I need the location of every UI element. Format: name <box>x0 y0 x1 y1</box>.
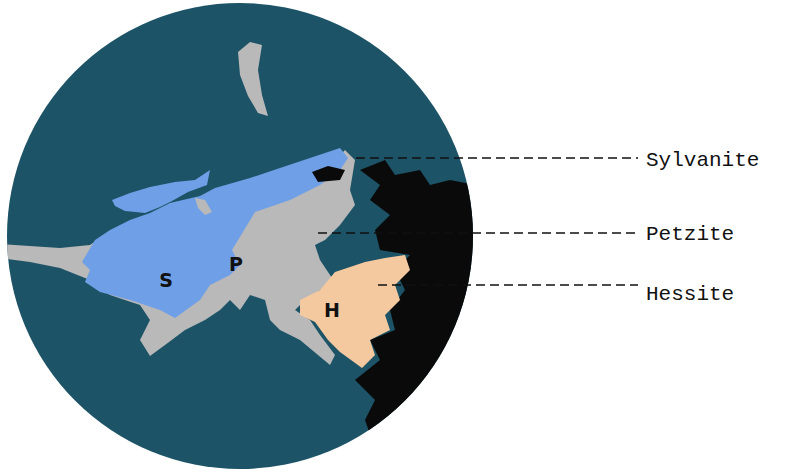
region-letter: S <box>159 271 173 290</box>
hessite-region <box>300 255 410 368</box>
leader-line <box>356 157 638 158</box>
sylvanite-region <box>82 148 348 318</box>
leader-line <box>318 232 638 233</box>
sylvanite-region <box>112 170 210 213</box>
petzite-region <box>238 42 268 116</box>
mineral-name: Hessite <box>646 284 734 305</box>
dark-mineral-region <box>312 166 345 182</box>
petzite-region <box>195 198 212 215</box>
region-letter: P <box>229 255 243 274</box>
leader-line <box>378 284 638 285</box>
mineral-name: Petzite <box>646 224 734 245</box>
region-letter: H <box>324 301 340 320</box>
mineral-name: Sylvanite <box>646 150 759 171</box>
